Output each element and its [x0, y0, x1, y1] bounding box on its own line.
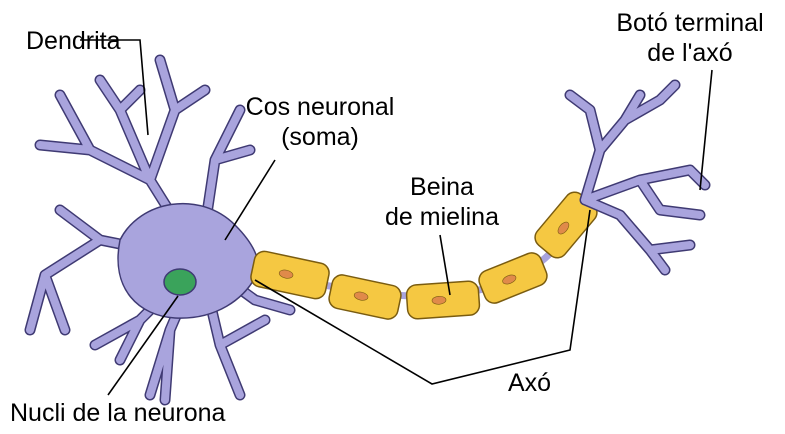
label-terminal-line2: de l'axó — [600, 38, 780, 68]
myelin-segment — [249, 249, 331, 300]
label-myelin: Beina de mielina — [372, 172, 512, 232]
label-myelin-line2: de mielina — [372, 202, 512, 232]
leader-soma — [225, 160, 275, 240]
label-soma: Cos neuronal (soma) — [245, 92, 395, 152]
label-dendrite: Dendrita — [26, 26, 121, 56]
label-terminal-line1: Botó terminal — [600, 8, 780, 38]
label-nucleus: Nucli de la neurona — [10, 398, 225, 428]
leader-terminal — [700, 70, 712, 190]
label-myelin-line1: Beina — [372, 172, 512, 202]
myelin-segment — [406, 281, 480, 320]
myelin-segment — [327, 273, 403, 321]
nucleus — [164, 269, 196, 295]
label-soma-line2: (soma) — [245, 122, 395, 152]
label-terminal: Botó terminal de l'axó — [600, 8, 780, 68]
label-axon: Axó — [508, 368, 551, 398]
label-soma-line1: Cos neuronal — [245, 92, 395, 122]
myelin-segment — [476, 250, 550, 306]
